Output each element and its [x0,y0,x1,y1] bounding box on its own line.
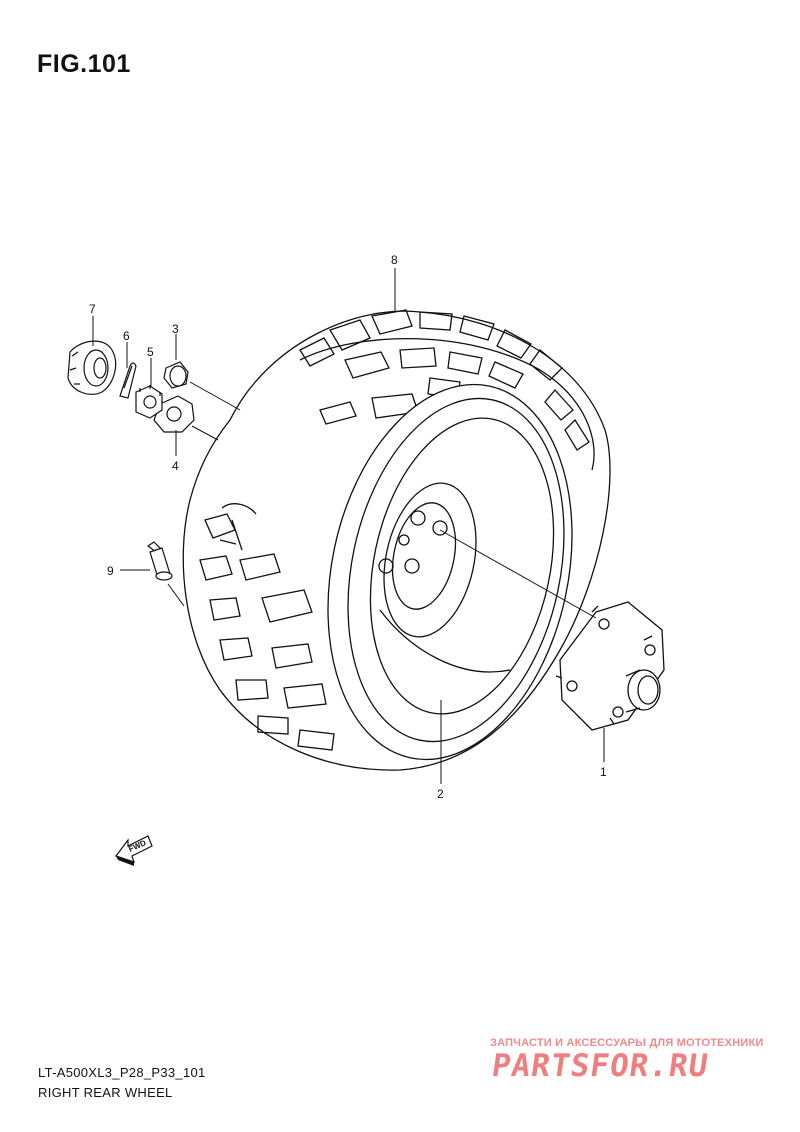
callout-8: 8 [391,253,398,267]
leader-lines [92,268,605,784]
castle-nut [135,385,163,419]
wheel-nut [163,361,189,389]
callout-7: 7 [89,302,96,316]
callout-2: 2 [437,787,444,801]
diagram-code: LT-A500XL3_P28_P33_101 [38,1065,206,1080]
callout-3: 3 [172,322,179,336]
diagram-name: RIGHT REAR WHEEL [38,1085,173,1100]
callout-6: 6 [123,329,130,343]
callout-5: 5 [147,345,154,359]
valve-stem [146,541,173,581]
wheel-rim [327,383,573,761]
fwd-arrow: FWD [115,835,153,866]
wheel-hub [555,601,665,731]
hub-cap [67,340,117,395]
figure-title: FIG.101 [37,50,131,78]
watermark-brand: PARTSFOR.RU [489,1048,711,1084]
tire [182,309,611,771]
watermark-tagline: ЗАПЧАСТИ И АКСЕССУАРЫ ДЛЯ МОТОТЕХНИКИ [490,1037,764,1049]
lock-plate [153,395,195,433]
callout-4: 4 [172,459,179,473]
callouts: 1 2 3 4 5 6 7 8 9 [89,253,607,801]
callout-1: 1 [600,765,607,779]
callout-9: 9 [107,564,114,578]
cotter-pin [119,362,137,399]
